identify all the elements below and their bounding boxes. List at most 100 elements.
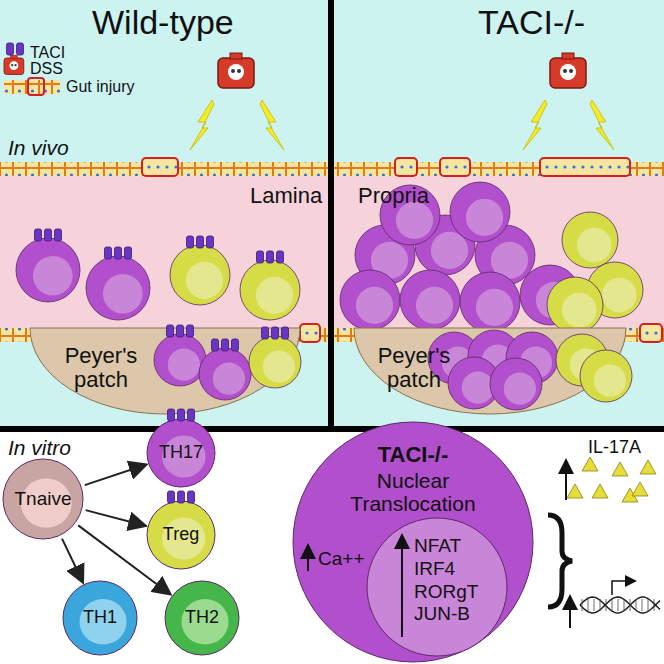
dss-icon: [562, 53, 574, 59]
taci-receptor: [177, 325, 184, 337]
gut-injury: [440, 158, 470, 176]
cell-nucleus: [504, 373, 536, 405]
taci-receptor: [267, 251, 274, 263]
cell-nucleus: [103, 274, 143, 314]
taci-receptor: [232, 339, 239, 351]
gut-injury: [305, 331, 308, 334]
dna: [624, 599, 625, 611]
gut-injury: [395, 158, 417, 176]
dna: [654, 599, 655, 611]
gut-injury: [599, 165, 602, 168]
increase-arrow: [569, 598, 571, 628]
cell: [340, 270, 400, 330]
nucleus: NFAT IRF4 RORgT JUN-B: [366, 517, 508, 657]
cell: [16, 238, 80, 302]
node-shape: [30, 328, 300, 414]
il17a-molecule: [567, 484, 583, 498]
differentiation-arrow: [62, 539, 82, 581]
cell-nucleus: [168, 349, 200, 381]
patch-outline: [30, 328, 300, 414]
cell-node: TH2: [164, 580, 240, 656]
cell-outline: [3, 459, 83, 539]
skull: [560, 64, 576, 80]
peyers-patch: Peyer's patch: [354, 328, 626, 414]
cell-label: TH2: [185, 608, 219, 628]
taci-receptor: [257, 251, 264, 263]
cell-nucleus: [431, 232, 468, 269]
gut-injury: [581, 165, 584, 168]
cell: [86, 256, 150, 320]
cell-nucleus: [462, 372, 494, 404]
legend-text: TACI: [30, 44, 65, 62]
legend-text: Gut injury: [66, 78, 134, 96]
taci-receptor: [222, 339, 229, 351]
cell-nucleus: [416, 287, 453, 324]
panel-label: Propria: [358, 184, 429, 208]
cell-nucleus: [79, 599, 126, 645]
panel-label: In vivo: [8, 136, 69, 159]
cell: [460, 272, 520, 332]
cell-nucleus: [466, 199, 503, 236]
skull: [10, 61, 19, 70]
taci-receptor: [212, 339, 219, 351]
taci-receptor: [187, 325, 194, 337]
transcription-arrow: [612, 581, 634, 595]
taci-receptor: [17, 43, 24, 55]
cell-nucleus: [602, 278, 637, 313]
panel-label: In vitro: [8, 436, 71, 459]
skull: [228, 64, 244, 80]
gut-injury: [165, 165, 168, 168]
cell-label: Peyer's patch: [46, 344, 156, 392]
taci-receptor: [45, 229, 52, 241]
cell: [249, 336, 301, 388]
taci-receptor: [188, 409, 195, 421]
dss-icon: [550, 58, 586, 88]
cell-node: TH17: [146, 418, 216, 488]
cell-nucleus: [162, 518, 205, 560]
legend-icon: [4, 80, 60, 94]
taci-receptor: [35, 229, 42, 241]
legend-text: DSS: [30, 60, 63, 78]
gut-injury: [563, 165, 566, 168]
cell-label: Ca++: [318, 549, 364, 570]
dss-icon: [230, 53, 242, 59]
lightning: [190, 100, 214, 150]
gut-injury: [463, 165, 466, 168]
cell: [450, 182, 510, 242]
dna: [582, 599, 583, 611]
gut-injury: [626, 165, 629, 168]
taci-receptor: [207, 236, 214, 248]
taci-receptor: [277, 251, 284, 263]
taci-receptor: [188, 491, 195, 503]
dna: [588, 599, 589, 611]
cell: [490, 358, 542, 410]
gut-injury: [645, 331, 648, 334]
taci-receptor: [197, 236, 204, 248]
dna: [618, 599, 619, 611]
cell-outline: [147, 419, 215, 487]
gut-injury: [445, 165, 448, 168]
taci-receptor: [125, 247, 132, 259]
cell: [170, 245, 230, 305]
gut-injury: [300, 324, 320, 342]
dna: [606, 599, 607, 611]
cell: [400, 270, 460, 330]
cell: [562, 212, 618, 268]
dna: [612, 599, 613, 611]
cell-label: Tnaive: [14, 489, 71, 510]
cell-label: Nuclear Translocation: [338, 469, 488, 515]
cell-outline: [147, 501, 215, 569]
gut-injury: [608, 165, 611, 168]
cell: [199, 348, 251, 400]
cell-label: Peyer's patch: [364, 344, 464, 392]
cell-nucleus: [263, 351, 295, 383]
panel-divider: [328, 0, 334, 432]
gut-injury: [617, 165, 620, 168]
cell-title: TACI-/-: [378, 443, 448, 467]
dss-icon: [4, 58, 24, 75]
skull: [563, 69, 567, 73]
il17a-molecule: [582, 457, 598, 471]
panel-label: TACI-/-: [478, 4, 585, 41]
dna: [594, 599, 595, 611]
